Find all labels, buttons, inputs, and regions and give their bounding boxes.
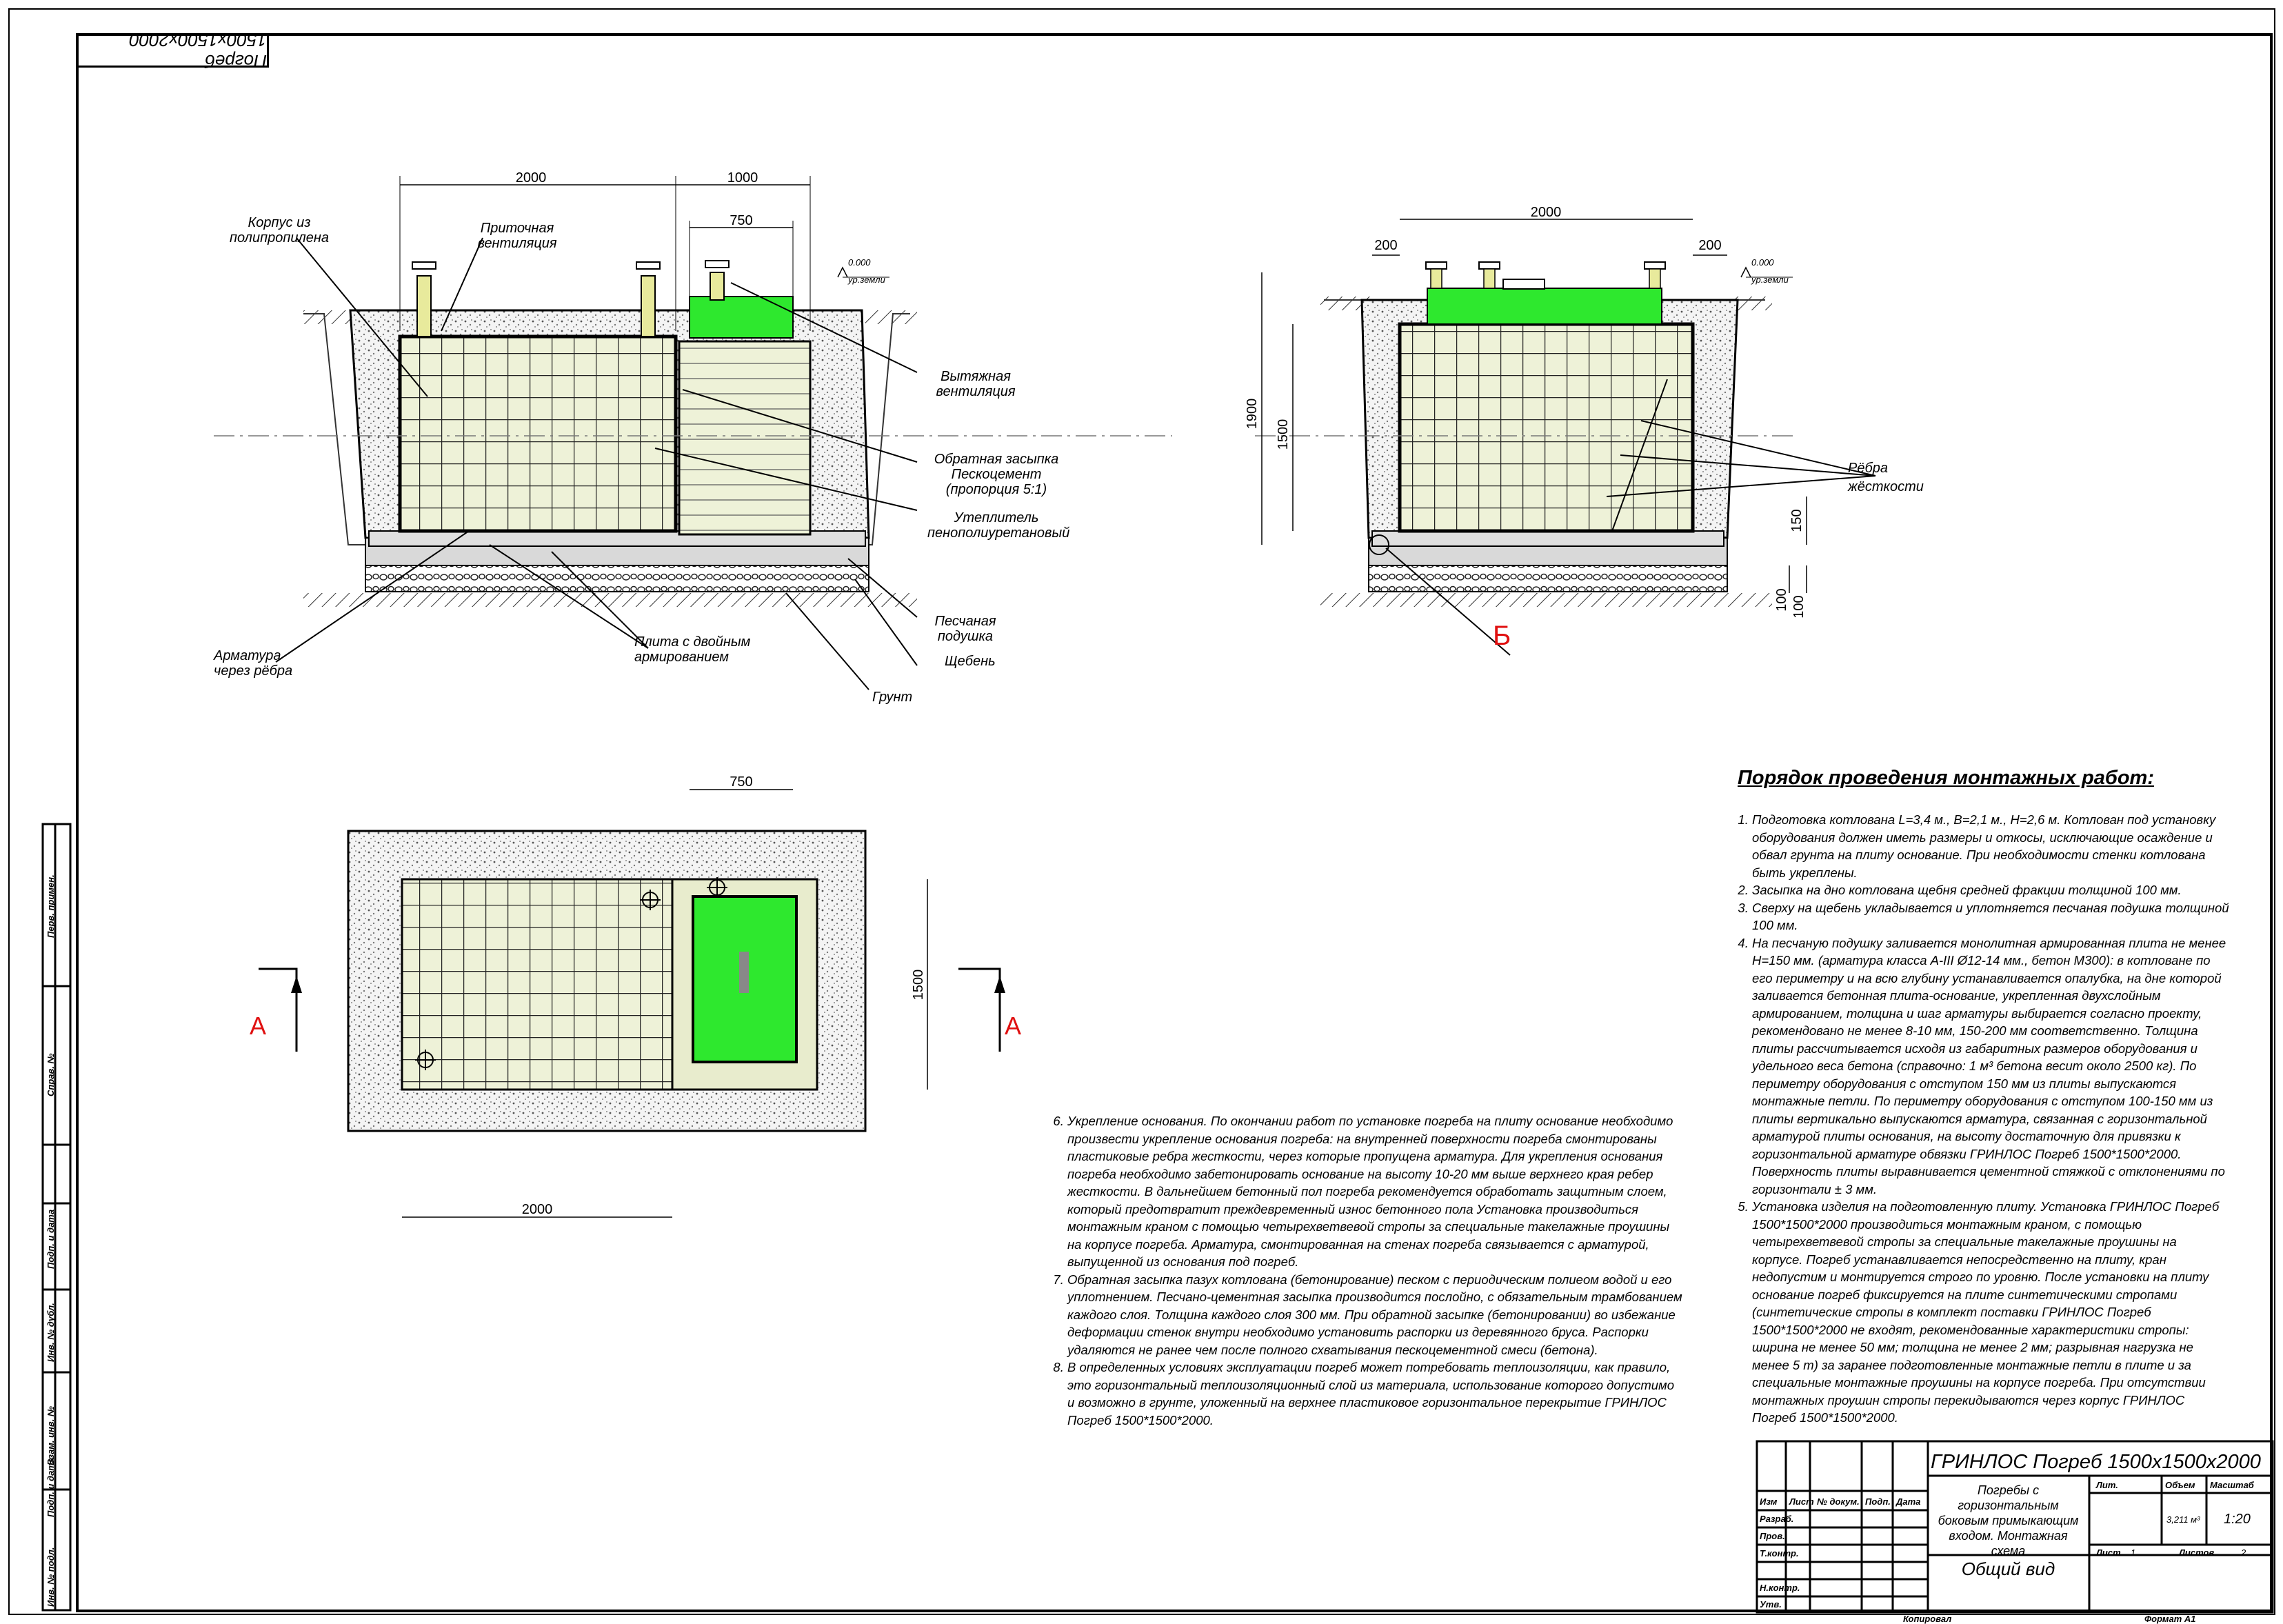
strip-replace-inv: Взам. инв. № <box>46 1406 56 1465</box>
strip-orig-inv: Инв. № подл. <box>46 1547 56 1607</box>
label-backfill: Обратная засыпка Пескоцемент (пропорция … <box>934 452 1059 497</box>
tb-sheets-label: Листов <box>2179 1547 2215 1558</box>
note-1: Подготовка котлована L=3,4 м., В=2,1 м.,… <box>1752 811 2231 881</box>
tb-person-ncontr: Н.контр. <box>1760 1583 1800 1593</box>
tb-mass: 3,211 м³ <box>2166 1514 2200 1525</box>
ribs-label-2: жёсткости <box>1847 479 1924 494</box>
side-dim-200-left: 200 <box>1374 238 1397 253</box>
label-body: Корпус из полипропилена <box>229 215 329 245</box>
tb-col-doc: № докум. <box>1817 1496 1860 1507</box>
note-2: Засыпка на дно котлована щебня средней ф… <box>1752 881 2231 899</box>
tb-scale: 1:20 <box>2224 1512 2251 1527</box>
notes-right: Подготовка котлована L=3,4 м., В=2,1 м.,… <box>1734 811 2231 1427</box>
note-3: Сверху на щебень укладывается и уплотняе… <box>1752 899 2231 934</box>
label-exhaust-vent: Вытяжная вентиляция <box>936 369 1016 399</box>
strip-ref-no: Справ. № <box>46 1053 56 1096</box>
tb-sheet-num: 1 <box>2131 1547 2136 1558</box>
tb-lit-label: Лит. <box>2096 1480 2118 1490</box>
tb-mass-label: Объем <box>2165 1480 2195 1490</box>
tb-person-dev: Разраб. <box>1760 1514 1794 1524</box>
side-dim-100b: 100 <box>1791 595 1807 618</box>
side-view: 2000 200 200 1900 1500 150 100 100 0.000… <box>1245 205 1924 656</box>
tb-col-list: Лист <box>1789 1496 1814 1507</box>
strip-sign-date-2: Подп. и дата <box>46 1457 56 1517</box>
side-dim-1500: 1500 <box>1276 419 1291 450</box>
side-dim-200-right: 200 <box>1698 238 1721 253</box>
title-block-lines <box>1756 1440 2274 1614</box>
side-dim-1900: 1900 <box>1245 399 1260 430</box>
label-gravel: Щебень <box>945 654 996 669</box>
side-dim-100a: 100 <box>1774 588 1789 611</box>
ribs-label-1: Рёбра <box>1848 461 1888 476</box>
outer-border <box>8 8 2275 1615</box>
plan-dim-1500: 1500 <box>911 970 926 1001</box>
section-mark-a-left: А <box>250 1012 266 1040</box>
section-view: 2000 1000 750 0.000 ур.земли <box>214 170 1172 690</box>
plan-dim-2000: 2000 <box>522 1202 553 1217</box>
note-5: Установка изделия на подготовленную плит… <box>1752 1198 2231 1427</box>
tb-col-date: Дата <box>1896 1496 1921 1507</box>
note-7: Обратная засыпка пазух котлована (бетони… <box>1067 1271 1684 1359</box>
label-slab: Плита с двойным армированием <box>634 634 751 665</box>
sv-dim-2000: 2000 <box>516 170 547 186</box>
side-ground-label: ур.земли <box>1751 274 1789 285</box>
label-insulation: Утеплитель пенополиуретановый <box>927 510 1070 541</box>
tb-person-check: Пров. <box>1760 1531 1785 1541</box>
tb-person-approve: Утв. <box>1760 1599 1782 1610</box>
side-dim-150: 150 <box>1789 509 1804 532</box>
strip-sign-date-1: Подп. и дата <box>46 1209 56 1269</box>
notes-title: Порядок проведения монтажных работ: <box>1738 767 2154 789</box>
side-ground-value: 0.000 <box>1751 257 1774 268</box>
tb-format: Формат А1 <box>2144 1614 2196 1624</box>
label-sand: Песчаная подушка <box>934 614 996 644</box>
label-rebar: Арматура через рёбра <box>214 648 293 679</box>
tb-sheet-label: Лист <box>2096 1547 2121 1558</box>
note-6: Укрепление основания. По окончании работ… <box>1067 1112 1684 1271</box>
strip-first-use: Перв. примен. <box>46 874 56 938</box>
strip-dup-inv: Инв. № дубл. <box>46 1303 56 1362</box>
tb-title: ГРИНЛОС Погреб 1500х1500х2000 <box>1931 1451 2261 1473</box>
tb-col-sign: Подп. <box>1865 1496 1891 1507</box>
side-dim-2000: 2000 <box>1531 205 1562 220</box>
plan-dim-750: 750 <box>730 774 752 790</box>
tb-description: Погребы с горизонтальным боковым примыка… <box>1938 1483 2079 1558</box>
label-soil: Грунт <box>872 690 913 705</box>
binding-strip <box>41 823 72 1612</box>
tb-sheets-num: 2 <box>2241 1547 2246 1558</box>
plan-view: 750 2000 1500 А А <box>250 774 1021 1218</box>
tb-col-izm: Изм <box>1760 1496 1778 1507</box>
sv-dim-1000: 1000 <box>727 170 758 186</box>
sv-ground-value: 0.000 <box>848 257 871 268</box>
tb-sheet-name: Общий вид <box>1961 1558 2055 1579</box>
section-mark-a-right: А <box>1005 1012 1021 1040</box>
sv-ground-label: ур.земли <box>847 274 885 285</box>
detail-b-label: Б <box>1493 621 1511 651</box>
tb-copied: Копировал <box>1903 1614 1952 1624</box>
tb-scale-label: Масштаб <box>2210 1480 2254 1490</box>
notes-left: Укрепление основания. По окончании работ… <box>1049 1112 1684 1429</box>
tb-person-tcontr: Т.контр. <box>1760 1548 1799 1558</box>
label-supply-vent: Приточная вентиляция <box>477 221 557 251</box>
note-8: В определенных условиях эксплуатации пог… <box>1067 1359 1684 1429</box>
note-4: На песчаную подушку заливается монолитна… <box>1752 934 2231 1199</box>
sv-dim-750: 750 <box>730 213 752 228</box>
drawing-frame <box>76 33 2273 1612</box>
